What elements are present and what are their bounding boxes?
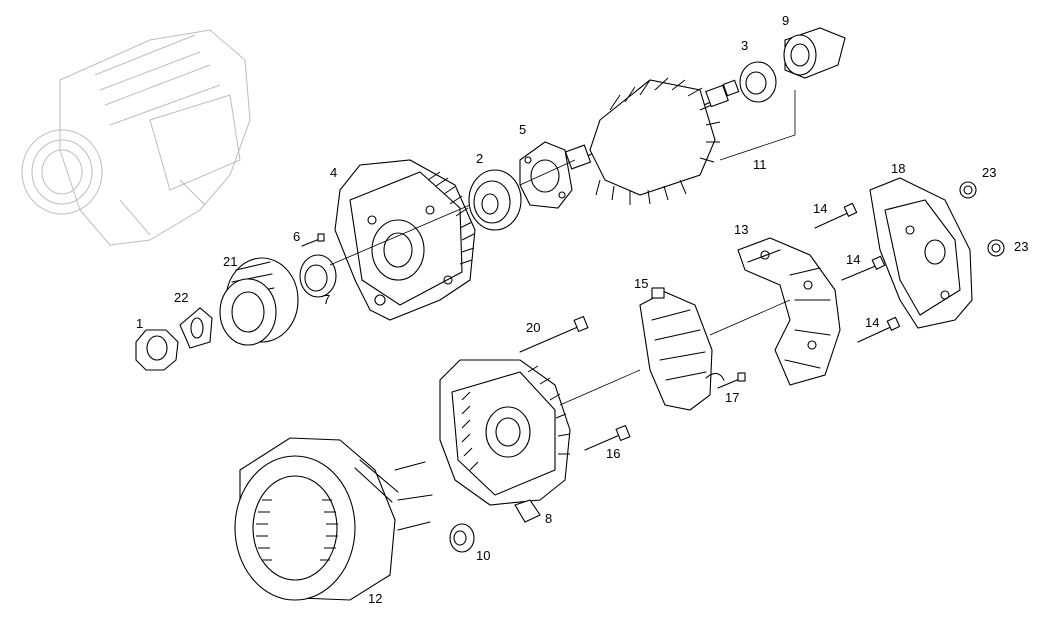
callout-label-13: 13: [734, 222, 748, 237]
part-9-end-cap: [783, 27, 846, 79]
part-8-slip-ring-end-bracket: [439, 359, 571, 523]
part-16-bolt: [584, 424, 631, 451]
callout-label-17: 17: [725, 390, 739, 405]
part-5-retainer-plate: [519, 141, 573, 209]
part-20-bolt: [519, 315, 589, 353]
part-4-drive-end-bracket: [334, 159, 476, 321]
callout-label-8: 8: [545, 511, 552, 526]
callout-label-18: 18: [891, 161, 905, 176]
callout-label-10: 10: [476, 548, 490, 563]
callout-labels: 1 2 3 4 5 6 7 8 9 10 11 12 13 14 14 14 1…: [136, 13, 1028, 606]
callout-label-20: 20: [526, 320, 540, 335]
part-13-rectifier: [737, 237, 841, 386]
callout-label-2: 2: [476, 151, 483, 166]
callout-label-4: 4: [330, 165, 337, 180]
callout-label-7: 7: [323, 292, 330, 307]
callout-label-23-lower: 23: [1014, 239, 1028, 254]
callout-label-14-upper: 14: [813, 201, 827, 216]
part-3-small-bearing: [739, 61, 777, 103]
part-7-spacer: [299, 254, 337, 298]
callout-label-16: 16: [606, 446, 620, 461]
part-2-bearing: [468, 169, 522, 231]
callout-label-5: 5: [519, 122, 526, 137]
callout-label-11: 11: [753, 157, 767, 172]
callout-label-3: 3: [741, 38, 748, 53]
part-21-pulley: [219, 257, 299, 346]
part-14-bolt-middle: [841, 255, 886, 281]
callout-label-6: 6: [293, 229, 300, 244]
part-15-regulator: [639, 287, 713, 411]
assembled-alternator-illustration: [21, 29, 251, 246]
part-6-screw: [301, 233, 325, 247]
callout-label-22: 22: [174, 290, 188, 305]
part-14-bolt-lower: [857, 316, 901, 343]
callout-label-12: 12: [368, 591, 382, 606]
part-12-stator: [234, 437, 433, 601]
part-1-nut: [135, 329, 179, 371]
callout-label-21: 21: [223, 254, 237, 269]
callout-label-15: 15: [634, 276, 648, 291]
callout-label-14-lower: 14: [865, 315, 879, 330]
part-22-washer: [179, 307, 213, 349]
callout-label-23-upper: 23: [982, 165, 996, 180]
callout-label-1: 1: [136, 316, 143, 331]
part-17-screw: [705, 372, 746, 389]
part-11-rotor: [564, 77, 796, 205]
part-14-bolt-upper: [814, 202, 858, 229]
part-23-nut-upper: [959, 181, 977, 199]
part-23-nut-lower: [987, 239, 1005, 257]
callout-label-14-middle: 14: [846, 252, 860, 267]
exploded-axis-lines: [329, 159, 791, 406]
part-18-rear-cover: [869, 177, 973, 329]
callout-label-9: 9: [782, 13, 789, 28]
part-10-bushing: [449, 523, 475, 553]
